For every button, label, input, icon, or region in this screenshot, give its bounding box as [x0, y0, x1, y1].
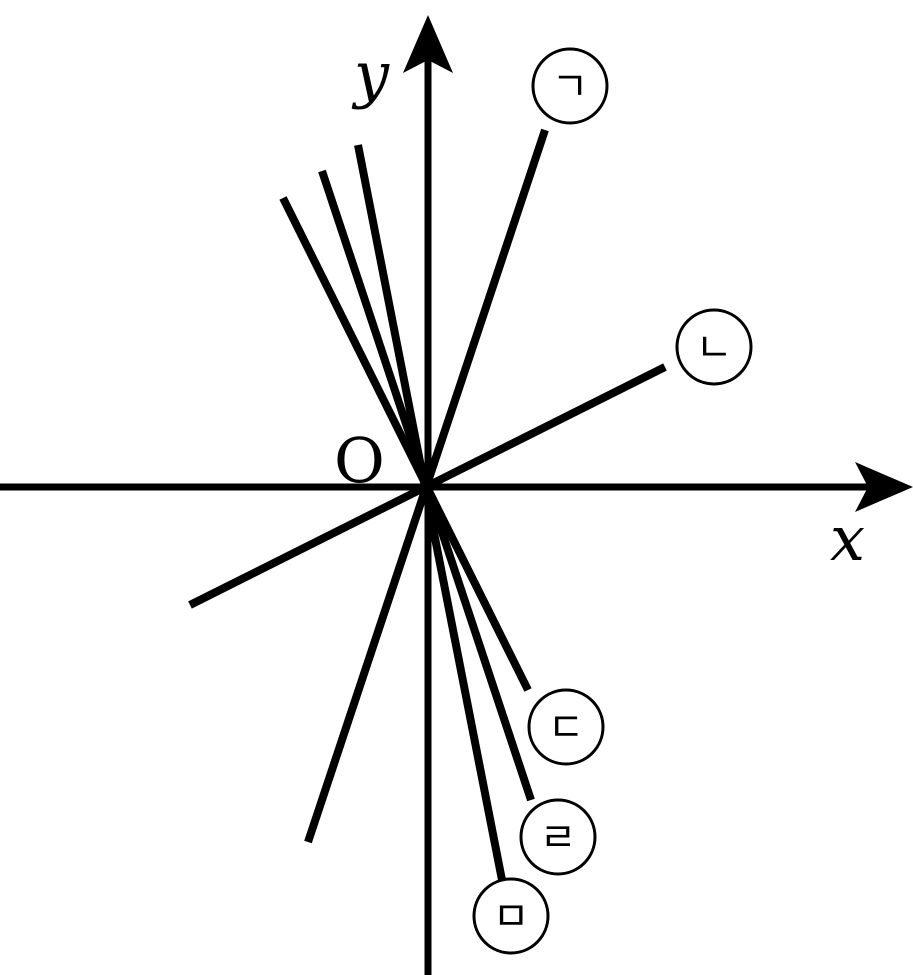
line-label-text: ㄷ [548, 705, 585, 751]
label-circle [531, 47, 609, 125]
label-circle [472, 877, 550, 955]
line-label-giyeok: ㄱ [531, 47, 609, 125]
line-digeut [279, 196, 532, 692]
origin-label: O [334, 424, 385, 497]
line-label-rieul: ㄹ [519, 798, 597, 876]
line-label-text: ㄱ [552, 64, 589, 110]
label-circle [527, 688, 605, 766]
y-axis-label: y [351, 38, 390, 111]
x-axis-label: x [830, 502, 865, 575]
x-axis-arrowhead [855, 462, 913, 512]
label-circle [675, 308, 753, 386]
y-axis-arrowhead [403, 15, 453, 73]
line-label-text: ㄹ [540, 815, 577, 861]
line-label-text: ㅁ [493, 894, 530, 940]
line-label-nieun: ㄴ [675, 308, 753, 386]
label-circle [519, 798, 597, 876]
line-label-digeut: ㄷ [527, 688, 605, 766]
line-label-text: ㄴ [696, 325, 733, 371]
line-label-mieum: ㅁ [472, 877, 550, 955]
line-mieum [354, 144, 506, 881]
